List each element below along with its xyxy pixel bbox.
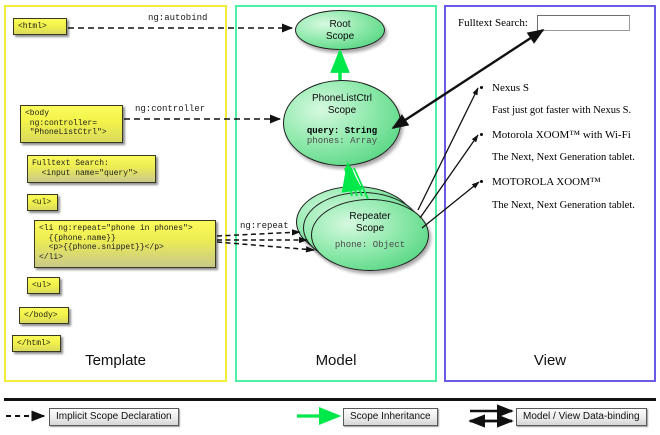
repeater-prop-phone: phone: Object: [334, 240, 406, 250]
legend-label-model-view-data-binding: Model / View Data-binding: [516, 408, 647, 426]
list-bullet-icon: [480, 133, 483, 136]
panel-model-title: Model: [315, 352, 357, 369]
view-item-snippet-1: The Next, Next Generation tablet.: [492, 152, 635, 163]
view-item-name-1: Motorola XOOM™ with Wi-Fi: [480, 129, 631, 141]
phonelistctrl-prop-phones: phones: Array: [306, 136, 378, 146]
code-box-ul-close-tag: <ul>: [27, 277, 60, 294]
view-item-name-text-2: MOTOROLA XOOM™: [492, 176, 601, 188]
code-box-html-close-tag: </html>: [12, 335, 61, 352]
root-scope-ellipse: Root Scope: [295, 10, 385, 50]
list-bullet-icon: [480, 86, 483, 89]
panel-view-title: View: [533, 352, 567, 369]
view-search-label: Fulltext Search:: [458, 17, 528, 29]
code-box-li-repeat-snippet: <li ng:repeat="phone in phones"> {{phone…: [34, 220, 216, 268]
legend-label-implicit-scope-declaration: Implicit Scope Declaration: [49, 408, 179, 426]
legend-divider: [4, 398, 656, 401]
view-item-name-2: MOTOROLA XOOM™: [480, 176, 601, 188]
panel-view: View: [444, 5, 656, 382]
view-item-snippet-2: The Next, Next Generation tablet.: [492, 200, 635, 211]
edge-label-ng-controller: ng:controller: [135, 104, 206, 114]
list-bullet-icon: [480, 180, 483, 183]
phonelistctrl-prop-query: query: String: [306, 126, 378, 136]
repeater-scope-label: Repeater Scope: [349, 211, 391, 234]
legend-label-scope-inheritance: Scope Inheritance: [343, 408, 438, 426]
repeater-scope-ellipse: Repeater Scope phone: Object: [311, 199, 429, 271]
phonelistctrl-scope-label: PhoneListCtrl Scope: [311, 93, 373, 116]
code-box-body-tag: <body ng:controller= "PhoneListCtrl">: [20, 105, 123, 143]
code-box-html-open-tag: <html>: [13, 18, 67, 35]
code-box-body-close-tag: </body>: [19, 307, 69, 324]
code-box-ul-open-tag: <ul>: [27, 194, 58, 211]
phonelistctrl-scope-ellipse: PhoneListCtrl Scope query: String phones…: [283, 80, 401, 166]
view-item-name-text-1: Motorola XOOM™ with Wi-Fi: [492, 129, 631, 141]
view-item-snippet-0: Fast just got faster with Nexus S.: [492, 105, 632, 116]
view-item-name-text-0: Nexus S: [492, 82, 529, 94]
edge-label-ng-autobind: ng:autobind: [148, 13, 208, 23]
root-scope-label: Root Scope: [325, 19, 355, 42]
edge-label-ng-repeat: ng:repeat: [240, 221, 289, 231]
fulltext-search-input[interactable]: [537, 15, 630, 31]
code-box-fulltext-search-snippet: Fulltext Search: <input name="query">: [27, 155, 156, 183]
panel-template-title: Template: [85, 352, 146, 369]
view-item-name-0: Nexus S: [480, 82, 529, 94]
